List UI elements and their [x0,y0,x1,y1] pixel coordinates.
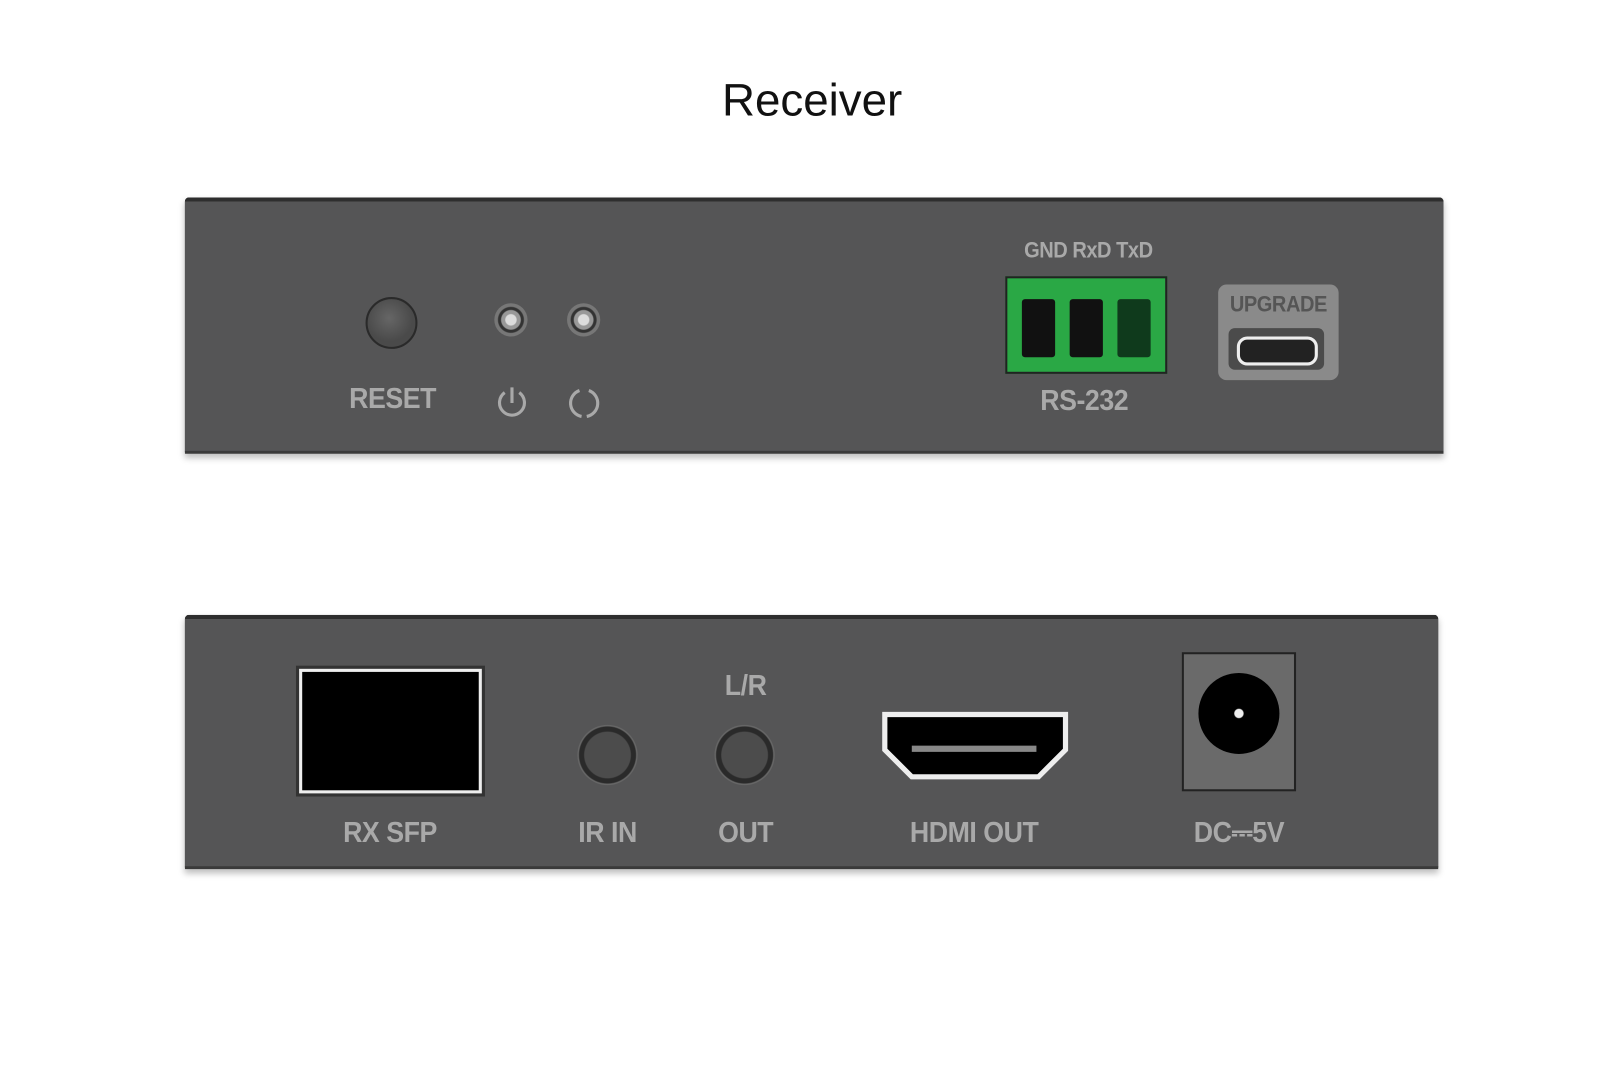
ir-in-jack[interactable] [577,724,638,786]
hdmi-port[interactable] [881,710,1070,783]
sfp-port[interactable] [299,668,482,794]
link-status-icon [569,389,600,418]
audio-out-label: OUT [718,816,774,849]
sfp-label: RX SFP [343,816,437,849]
upgrade-port[interactable]: UPGRADE [1218,284,1339,381]
dc-label: DC⎓5V [1193,816,1285,849]
page-title: Receiver [721,74,903,126]
rear-panel: RX SFP IR IN L/R OUT HDMI OUT DC⎓5V [184,614,1439,870]
reset-button[interactable] [365,297,418,349]
rs232-pin-labels: GND RxD TxD [1024,238,1153,263]
rs232-terminal[interactable] [1005,276,1168,374]
audio-out-jack[interactable] [714,724,775,786]
reset-label: RESET [349,382,436,415]
ir-in-label: IR IN [578,816,637,849]
lr-label: L/R [724,668,767,701]
dc-power-jack[interactable] [1181,652,1297,792]
upgrade-label: UPGRADE [1229,292,1327,317]
hdmi-label: HDMI OUT [909,816,1039,849]
link-led [567,303,601,337]
power-led [494,303,528,337]
power-icon [497,387,526,417]
usb-icon [1228,328,1325,370]
rs232-label: RS-232 [1040,384,1129,417]
front-panel: RESET GND RxD TxD RS-232 UPGRADE [184,197,1444,454]
